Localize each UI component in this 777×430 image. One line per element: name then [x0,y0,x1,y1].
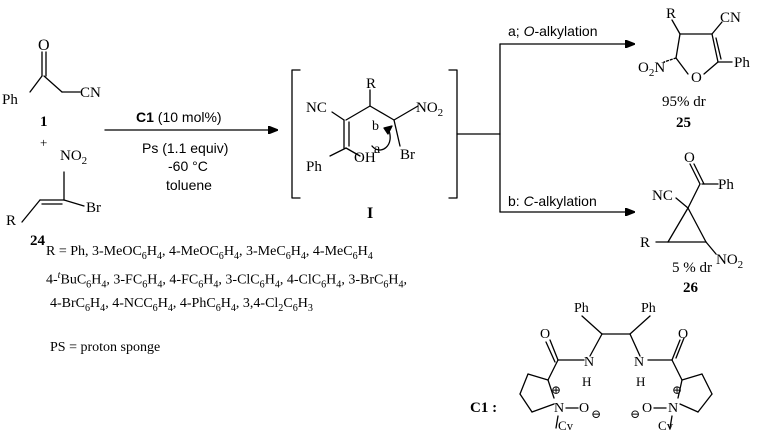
intermediate-phenyl: Ph [306,159,322,175]
path-a-label: a; O-alkylation [508,23,598,39]
reactant-1-oxygen: O [38,37,50,54]
reactant-1-number: 1 [40,114,48,130]
reactant-24-bromo: Br [86,200,101,216]
catalyst-amide-n-left: N [584,355,594,370]
temperature-condition: -60 °C [168,158,208,174]
product-26-structure: O NC Ph R NO2 5 % dr 26 [640,150,743,296]
intermediate-bromo: Br [400,147,415,163]
catalyst-h-left: H [582,374,591,389]
product-25-dr: 95% dr [662,94,706,110]
catalyst-minus-right: ⊖ [630,407,640,421]
intermediate-label: I [367,205,373,222]
product-26-r-group: R [640,235,650,251]
path-b-label: b: C-alkylation [508,193,597,209]
catalyst-n-oxide-n-left: N [554,401,564,416]
catalyst-carbonyl-o-left: O [540,327,550,342]
plus-sign: + [40,135,47,150]
catalyst-minus-left: ⊖ [591,407,601,421]
product-25-nitro: O2N [638,60,665,79]
intermediate-nitro: NO2 [416,100,443,119]
catalyst-phenyl-left: Ph [574,301,589,316]
left-bracket [291,69,301,199]
product-26-nitrile: NC [652,188,673,204]
intermediate-r-group: R [366,76,376,92]
reactant-24-nitro: NO2 [60,148,87,167]
reactant-24-number: 24 [30,233,46,249]
catalyst-phenyl-right: Ph [641,301,656,316]
substituent-list-line-3: 4-BrC6H4, 4-NCC6H4, 4-PhC6H4, 3,4-Cl2C6H… [50,296,313,314]
reactant-1-phenyl: Ph [2,92,18,108]
product-26-number: 26 [683,280,699,296]
catalyst-h-right: H [636,374,645,389]
intermediate-path-b-mark: b [372,119,379,134]
reactant-1-cyano: CN [80,85,101,101]
solvent-condition: toluene [166,177,212,193]
catalyst-condition: C1 (10 mol%) [136,109,222,125]
product-25-nitrile: CN [720,10,741,26]
intermediate-hydroxyl: OH [354,150,376,166]
proton-sponge-footnote: PS = proton sponge [50,340,161,355]
catalyst-cyclohexyl-left: Cy [558,418,574,430]
product-26-phenyl: Ph [718,177,734,193]
substituent-list-line-1: R = Ph, 3-MeOC6H4, 4-MeOC6H4, 3-MeC6H4, … [46,244,373,262]
catalyst-n-oxide-o-left: O [579,401,589,416]
intermediate-path-a-mark: a [374,142,381,157]
catalyst-n-oxide-n-right: N [668,401,678,416]
intermediate-structure: R NC NO2 Br Ph OH b a I [291,69,458,222]
base-condition: Ps (1.1 equiv) [142,140,228,156]
catalyst-amide-n-right: N [634,355,644,370]
product-25-structure: R CN Ph O O2N 95% dr 25 [638,6,750,131]
catalyst-cyclohexyl-right: Cy [658,418,674,430]
catalyst-c1-structure: C1 : Ph Ph N N O O N ⊕ O ⊖ Cy H [470,301,713,430]
product-26-carbonyl-oxygen: O [684,150,695,166]
product-25-ring-oxygen: O [691,70,702,86]
substituent-list-line-2: 4-tBuC6H4, 3-FC6H4, 4-FC6H4, 3-ClC6H4, 4… [46,270,408,291]
reactant-1-structure: O Ph CN 1 [2,37,101,130]
intermediate-nitrile: NC [306,100,327,116]
product-26-nitro: NO2 [716,252,743,271]
reactant-24-r-group: R [6,213,16,229]
catalyst-carbonyl-o-right: O [678,327,688,342]
reactant-24-structure: R NO2 Br 24 [6,148,101,249]
product-25-phenyl: Ph [734,55,750,71]
catalyst-plus-left: ⊕ [551,383,561,397]
right-bracket [448,69,458,199]
product-26-dr: 5 % dr [672,260,712,276]
catalyst-label: C1 : [470,400,497,416]
catalyst-n-oxide-o-right: O [642,401,652,416]
product-25-number: 25 [676,115,691,131]
catalyst-plus-right: ⊕ [672,383,682,397]
product-25-r-group: R [666,6,676,22]
